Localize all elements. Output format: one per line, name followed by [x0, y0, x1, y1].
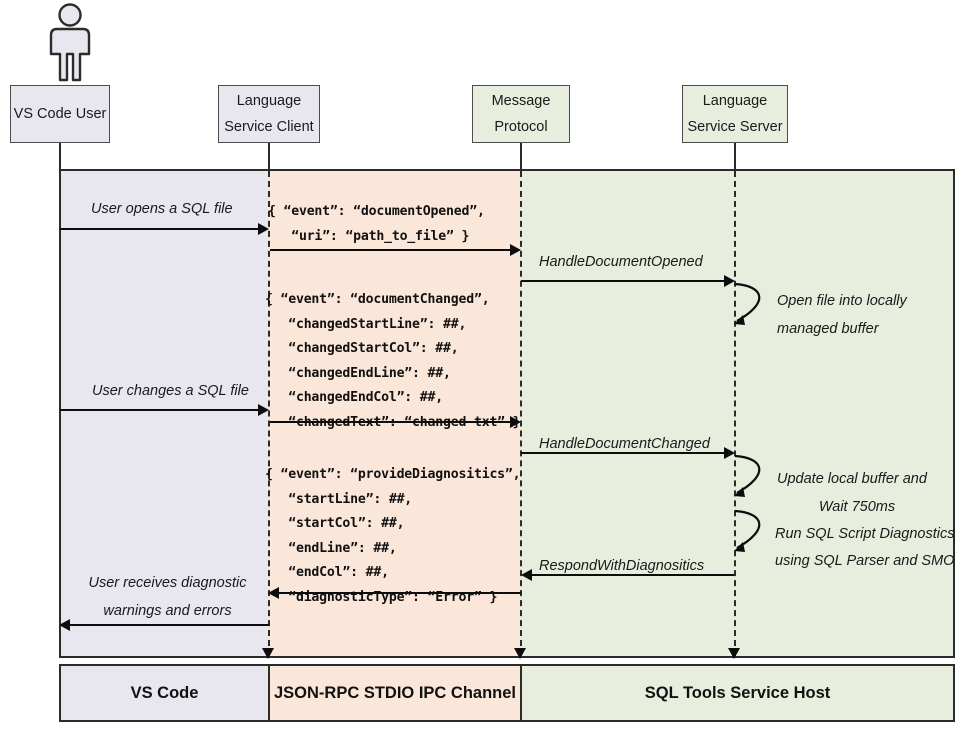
message-arrow-user-receives-diagnostics: [70, 624, 269, 626]
json-payload-provide-diagnositics: { “event”: “provideDiagnositics”, “start…: [265, 467, 521, 605]
participant-label-line1: Language: [236, 93, 302, 109]
lifeline-language-service-client: [268, 171, 270, 656]
message-label-handle-document-opened: HandleDocumentOpened: [539, 254, 703, 270]
participant-label-line2: Protocol: [494, 118, 548, 135]
self-loop-label-update-buffer-line1: Update local buffer and: [777, 471, 927, 487]
arrowhead-respond-with-diagnositics: [521, 569, 532, 581]
vs-code-user-actor-icon: [35, 2, 105, 82]
message-arrow-document-opened-to-protocol: [270, 249, 513, 251]
arrowhead-terminator-server: [728, 648, 740, 659]
footer-label-sql-tools: SQL Tools Service Host: [644, 683, 831, 702]
arrowhead-terminator-client: [262, 648, 274, 659]
participant-box-language-service-client[interactable]: Language Service Client: [218, 85, 320, 143]
message-arrow-handle-document-opened: [521, 280, 727, 282]
lifeline-vs-code-user: [59, 171, 61, 656]
message-arrow-respond-with-diagnositics: [532, 574, 734, 576]
json-payload-document-opened: { “event”: “documentOpened”, “uri”: “pat…: [268, 204, 485, 244]
self-loop-run-sql-diagnostics-arc: [733, 508, 781, 561]
footer-cell-jsonrpc-channel[interactable]: JSON-RPC STDIO IPC Channel: [268, 664, 522, 722]
participant-label-line1: Message: [491, 93, 551, 109]
arrowhead-document-opened-to-protocol: [510, 244, 521, 256]
message-label-user-receives-diagnostics-line1: User receives diagnostic: [88, 575, 247, 591]
arrowhead-handle-document-opened: [724, 275, 735, 287]
lifeline-stub-protocol: [520, 143, 522, 170]
self-loop-label-open-file-line1: Open file into locally: [777, 293, 907, 309]
participant-box-language-service-server[interactable]: Language Service Server: [682, 85, 788, 143]
message-label-respond-with-diagnositics: RespondWithDiagnositics: [539, 558, 705, 574]
message-arrow-handle-document-changed: [521, 452, 727, 454]
arrowhead-document-changed-to-protocol: [510, 416, 521, 428]
participant-box-vs-code-user[interactable]: VS Code User: [10, 85, 110, 143]
lifeline-language-service-server: [734, 171, 736, 656]
self-loop-update-local-buffer-arc: [733, 453, 781, 506]
self-loop-label-run-diagnostics-line2: using SQL Parser and SMO: [775, 553, 955, 569]
lifeline-stub-client: [268, 143, 270, 170]
self-loop-open-file-into-buffer-arc: [733, 281, 781, 334]
footer-cell-sql-tools-service-host[interactable]: SQL Tools Service Host: [520, 664, 955, 722]
arrowhead-user-changes-sql-file: [258, 404, 269, 416]
band-vs-code: [59, 169, 270, 658]
message-label-user-opens-sql-file: User opens a SQL file: [91, 201, 233, 217]
self-loop-label-run-diagnostics-line1: Run SQL Script Diagnostics: [775, 526, 955, 542]
message-label-user-receives-diagnostics-line2: warnings and errors: [103, 603, 232, 619]
message-arrow-document-changed-to-protocol: [270, 421, 513, 423]
message-arrow-user-opens-sql-file: [60, 228, 261, 230]
lifeline-stub-server: [734, 143, 736, 170]
lifeline-message-protocol: [520, 171, 522, 656]
self-loop-label-update-buffer-line2: Wait 750ms: [818, 499, 896, 515]
band-sql-tools-service-host: [520, 169, 955, 658]
footer-cell-vs-code[interactable]: VS Code: [59, 664, 270, 722]
self-loop-label-open-file-line2: managed buffer: [777, 321, 879, 337]
participant-label-line2: Service Client: [224, 118, 314, 135]
arrowhead-user-receives-diagnostics: [59, 619, 70, 631]
participant-label-line1: Language: [702, 93, 768, 109]
json-payload-document-changed: { “event”: “documentChanged”, “changedSt…: [265, 292, 521, 430]
message-label-handle-document-changed: HandleDocumentChanged: [539, 436, 710, 452]
participant-label-line1: VS Code User: [13, 105, 107, 122]
message-arrow-diagnostics-to-client: [278, 592, 521, 594]
arrowhead-terminator-protocol: [514, 648, 526, 659]
footer-label-jsonrpc: JSON-RPC STDIO IPC Channel: [273, 683, 517, 702]
message-label-user-changes-sql-file: User changes a SQL file: [92, 383, 249, 399]
participant-box-message-protocol[interactable]: Message Protocol: [472, 85, 570, 143]
footer-label-vs-code: VS Code: [130, 683, 199, 702]
arrowhead-handle-document-changed: [724, 447, 735, 459]
arrowhead-user-opens-sql-file: [258, 223, 269, 235]
participant-label-line2: Service Server: [687, 118, 783, 135]
arrowhead-diagnostics-to-client: [268, 587, 279, 599]
message-arrow-user-changes-sql-file: [60, 409, 261, 411]
lifeline-stub-vs-code-user: [59, 143, 61, 170]
